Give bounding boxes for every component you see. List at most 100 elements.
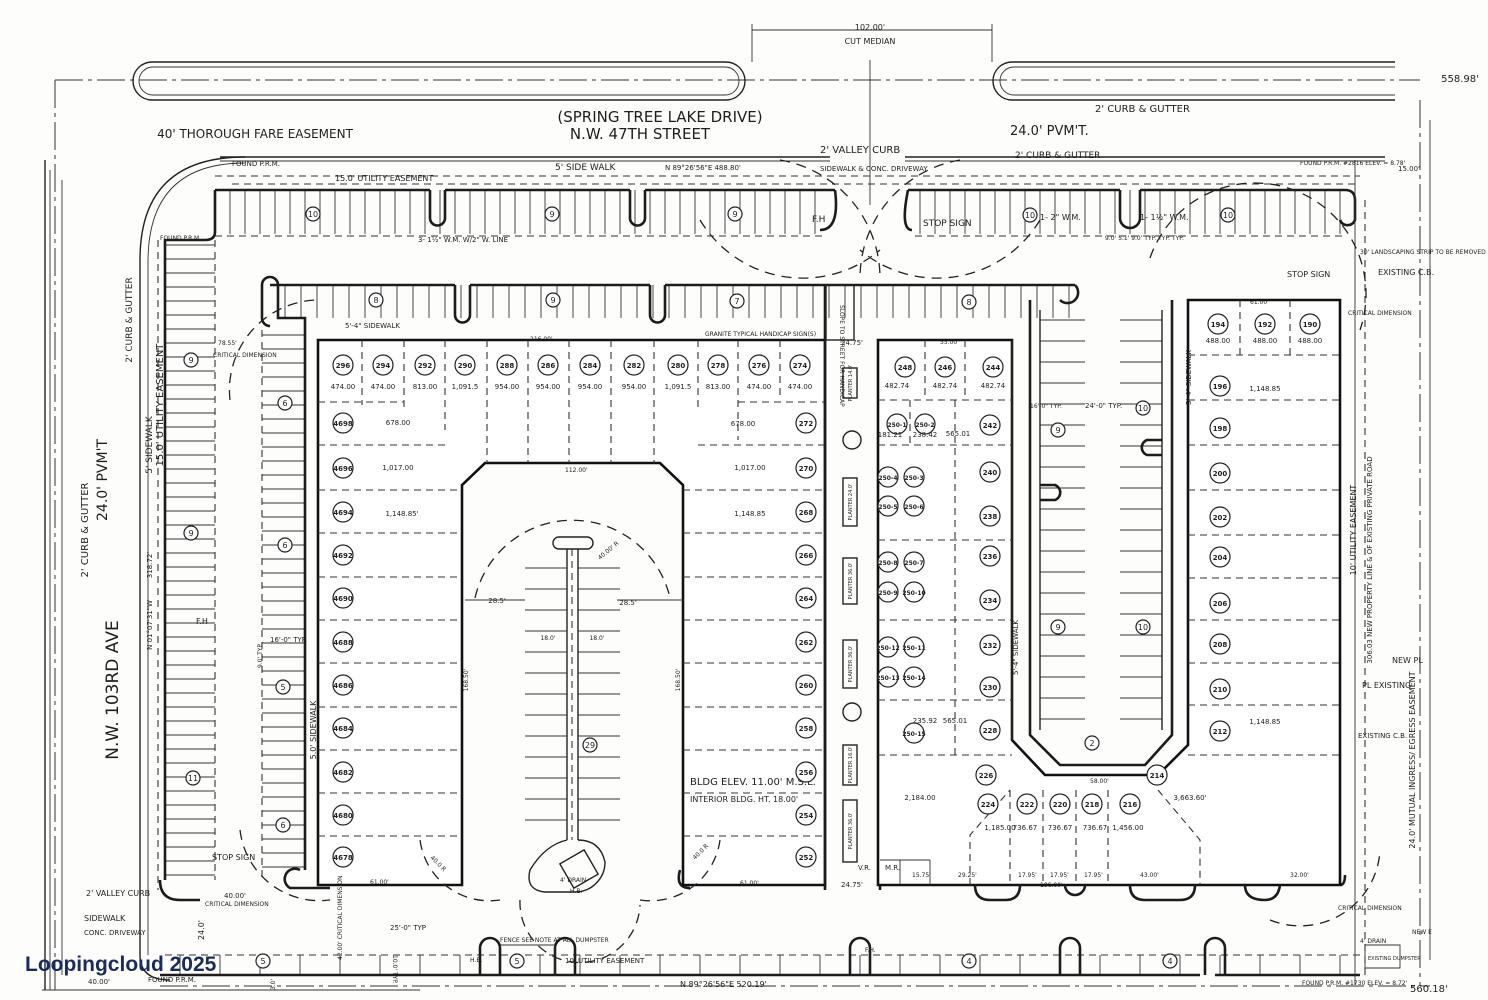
label-critical-ne: CRITICAL DIMENSION bbox=[1348, 310, 1412, 317]
unit-number: 264 bbox=[799, 595, 814, 603]
label-curb-gutter-w2: 2' CURB & GUTTER bbox=[125, 277, 135, 362]
unit-marker: 4694 bbox=[332, 501, 354, 523]
parking-count: 6 bbox=[282, 399, 287, 408]
unit-marker: 250-12 bbox=[876, 636, 900, 658]
parking-count-marker: 8 bbox=[368, 292, 384, 308]
label-dim-24-sw: 24.0' bbox=[197, 920, 206, 940]
unit-marker: 284 bbox=[579, 354, 601, 376]
label-sidewalk-n: 5'-4" SIDEWALK bbox=[345, 322, 400, 330]
unit-marker: 250-3 bbox=[903, 466, 925, 488]
unit-number: 250-15 bbox=[902, 731, 925, 738]
label-sidewalk-inner-l: 5'-4" SIDEWALK bbox=[1012, 620, 1020, 675]
north-road bbox=[55, 24, 1420, 205]
label-spring-tree: (SPRING TREE LAKE DRIVE) bbox=[557, 108, 762, 126]
label-util-easement-top: 15.0' UTILITY EASEMENT bbox=[335, 174, 433, 183]
label-sidewalk-west: 5' SIDEWALK bbox=[145, 415, 155, 474]
unit-area: 488.00 bbox=[1298, 337, 1323, 345]
center-courtyard bbox=[419, 519, 721, 964]
unit-number: 296 bbox=[336, 362, 351, 370]
label-planter-1: PLANTER 14.0' bbox=[848, 365, 854, 402]
unit-marker: 268 bbox=[795, 501, 817, 523]
label-dim-18-r: 18.0' bbox=[589, 635, 604, 642]
label-south-total: 560.18' bbox=[1410, 984, 1448, 995]
unit-number: 250-1 bbox=[887, 422, 906, 429]
east-boundary bbox=[1354, 100, 1431, 985]
parking-count: 5 bbox=[260, 957, 265, 966]
label-slope: SLOPE TO STREET FOR HANDICAP bbox=[838, 305, 845, 407]
unit-area: 2,184.00 bbox=[904, 794, 935, 802]
unit-marker: 266 bbox=[795, 544, 817, 566]
parking-count: 8 bbox=[966, 298, 971, 307]
label-mutual-ingress: 24.0' MUTUAL INGRESS/ EGRESS EASEMENT bbox=[1408, 671, 1417, 848]
unit-area: 235.92 bbox=[913, 717, 938, 725]
label-dim-3: 3.0' bbox=[270, 978, 277, 990]
unit-number: 288 bbox=[500, 362, 515, 370]
parking-count: 4 bbox=[966, 957, 971, 966]
unit-area: 813.00 bbox=[706, 383, 731, 391]
parking-count: 9 bbox=[549, 210, 554, 219]
label-dim-55: 55.00' bbox=[940, 339, 959, 346]
unit-area: 482.74 bbox=[981, 382, 1006, 390]
unit-number: 212 bbox=[1213, 728, 1228, 736]
unit-number: 230 bbox=[983, 684, 998, 692]
unit-marker: 200 bbox=[1209, 462, 1231, 484]
label-bearing-north: N 89°26'56"E 488.80' bbox=[665, 164, 741, 172]
label-pvmt-west: 24.0' PVM'T bbox=[95, 439, 111, 521]
label-interior-ht: INTERIOR BLDG. HT. 18.00' bbox=[690, 795, 798, 804]
unit-number: 4684 bbox=[333, 725, 353, 733]
label-cut-median: CUT MEDIAN bbox=[845, 37, 896, 46]
unit-marker: 250-9 bbox=[877, 581, 899, 603]
parking-count-marker: 10 bbox=[1135, 400, 1151, 416]
unit-marker: 250-4 bbox=[877, 466, 899, 488]
unit-marker: 250-13 bbox=[876, 666, 900, 688]
unit-area: 474.00 bbox=[371, 383, 396, 391]
unit-marker: 292 bbox=[414, 354, 436, 376]
unit-number: 250-9 bbox=[878, 590, 897, 597]
unit-number: 192 bbox=[1258, 321, 1273, 329]
parking-count-marker: 6 bbox=[275, 817, 291, 833]
label-bearing-west: N 01°07'31"W bbox=[146, 600, 154, 650]
east-parking-lot bbox=[1028, 300, 1174, 767]
label-hb-center: H.B. bbox=[570, 888, 582, 895]
unit-area: 736.67 bbox=[1083, 824, 1108, 832]
label-drain-center: 4' DRAIN bbox=[560, 877, 586, 884]
unit-marker: 270 bbox=[795, 457, 817, 479]
label-drain-se: 4' DRAIN bbox=[1360, 938, 1386, 945]
parking-count: 9 bbox=[1055, 426, 1060, 435]
unit-number: 282 bbox=[627, 362, 642, 370]
parking-count: 9 bbox=[188, 529, 193, 538]
unit-number: 214 bbox=[1150, 772, 1165, 780]
unit-marker: 252 bbox=[795, 846, 817, 868]
label-critical-se: CRITICAL DIMENSION bbox=[1338, 905, 1402, 912]
unit-number: 250-6 bbox=[904, 504, 923, 511]
unit-area: 488.00 bbox=[1206, 337, 1231, 345]
label-sidewalk-sw: SIDEWALK bbox=[84, 914, 126, 923]
label-existing-cb-ne: EXISTING C.B. bbox=[1378, 268, 1434, 277]
unit-number: 198 bbox=[1213, 425, 1228, 433]
unit-number: 250-8 bbox=[878, 560, 897, 567]
parking-count: 29 bbox=[585, 741, 595, 750]
unit-number: 202 bbox=[1213, 514, 1228, 522]
label-util-west: 15.0' UTILITY EASEMENT bbox=[155, 343, 166, 467]
label-planter-4: PLANTER 36.0' bbox=[848, 646, 854, 683]
unit-marker: 282 bbox=[623, 354, 645, 376]
label-landscaping: 30' LANDSCAPING STRIP TO BE REMOVED bbox=[1360, 249, 1486, 256]
label-hb-south: H.B. bbox=[470, 957, 482, 964]
label-dim-40-crit: 40.00' bbox=[224, 892, 246, 900]
parking-count-marker: 6 bbox=[277, 537, 293, 553]
label-stall-10: 10.0' TYP. bbox=[391, 955, 398, 984]
unit-area: 482.74 bbox=[885, 382, 910, 390]
parking-count: 6 bbox=[280, 821, 285, 830]
label-vr: V.R. bbox=[858, 864, 871, 872]
parking-count: 10 bbox=[1025, 211, 1035, 220]
parking-count-marker: 9 bbox=[544, 206, 560, 222]
label-found-prm-ne: FOUND P.R.M. #2816 ELEV. = 8.78' bbox=[1300, 160, 1406, 167]
unit-area: 1,091.5 bbox=[665, 383, 692, 391]
unit-area: 1,017.00 bbox=[382, 464, 413, 472]
label-walk-w-top: 24.75' bbox=[841, 339, 863, 347]
unit-marker: 250-11 bbox=[902, 636, 926, 658]
watermark: Loopingcloud 2025 bbox=[25, 953, 217, 976]
parking-count: 5 bbox=[280, 683, 285, 692]
unit-marker: 4686 bbox=[332, 674, 354, 696]
